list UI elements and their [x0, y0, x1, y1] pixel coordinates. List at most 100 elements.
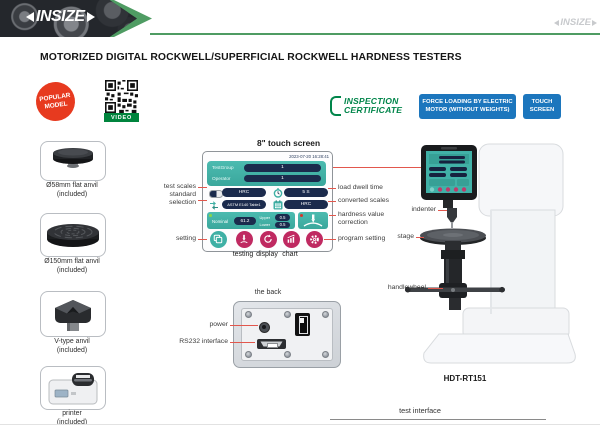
- screw-icon: [245, 351, 252, 358]
- callout-line: [428, 287, 443, 289]
- gear-icon: [309, 234, 319, 244]
- lower-value[interactable]: 0.5: [275, 221, 290, 228]
- touch-badge-line2: SCREEN: [529, 106, 555, 113]
- video-label-text: VIDEO: [110, 114, 133, 121]
- power-callout: power: [209, 321, 228, 328]
- callout-line: [230, 341, 255, 343]
- screen-datetime: 2023-07-20 16:28:41: [289, 154, 329, 159]
- rs232-callout: RS232 interface: [179, 338, 228, 345]
- stage-callout: stage: [397, 233, 414, 240]
- watermark-text: INSIZE: [560, 17, 591, 28]
- v-anvil-image: [55, 300, 91, 331]
- operator-value[interactable]: 1: [244, 174, 321, 182]
- load-dwell-value[interactable]: 5 S: [284, 188, 328, 197]
- callout-line: [198, 239, 207, 240]
- converted-scales-value[interactable]: HRC: [284, 200, 328, 209]
- accessory-box-printer: [40, 366, 106, 410]
- display-button[interactable]: [259, 230, 277, 248]
- load-dwell-callout: load dwell time: [338, 184, 383, 191]
- inspection-line1: INSPECTION: [344, 95, 399, 106]
- callout-line: [198, 199, 207, 201]
- video-qr-code: [105, 80, 138, 113]
- logo-arrow-left-icon: [26, 12, 34, 22]
- screw-icon: [322, 351, 329, 358]
- accessory-label: V-type anvil (included): [54, 338, 90, 354]
- back-section-title: the back: [254, 289, 282, 296]
- upper-value[interactable]: 0.5: [275, 214, 290, 221]
- logo-arrow-right-icon: [86, 12, 95, 22]
- page-title: MOTORIZED DIGITAL ROCKWELL/SUPERFICIAL R…: [40, 52, 462, 63]
- video-label: VIDEO: [104, 113, 139, 122]
- callout-line: [230, 324, 258, 326]
- standard-selection-icon: [210, 200, 218, 210]
- dwell-timer-icon: [273, 187, 282, 198]
- testing-button[interactable]: [235, 230, 253, 248]
- touch-screen-badge: TOUCH SCREEN: [523, 94, 561, 119]
- accessory-label: Ø58mm flat anvil (included): [46, 182, 98, 198]
- rs232-connector-slot: [267, 342, 278, 348]
- indenter-callout: indenter: [411, 206, 436, 213]
- standard-selection-callout: standard selection: [169, 191, 196, 207]
- converted-scales-callout: converted scales: [338, 197, 390, 204]
- callout-line: [328, 200, 336, 202]
- calendar-icon: [273, 199, 282, 209]
- screw-icon: [284, 311, 291, 318]
- header-green-line: [150, 33, 600, 35]
- test-scales-callout: test scales: [163, 183, 196, 190]
- test-group-label: TestGroup: [212, 165, 234, 171]
- record-dot: [299, 213, 303, 217]
- nominal-value[interactable]: 61.2: [234, 216, 256, 225]
- standard-value[interactable]: ASTM E140 Table1: [222, 200, 266, 209]
- inspection-certificate-badge: INSPECTION CERTIFICATE: [330, 96, 402, 116]
- nominal-box: Nominal 61.2 Upper 0.5 Lower 0.5: [207, 212, 295, 229]
- setting-callout: setting: [175, 235, 196, 242]
- toggle-icon: [209, 189, 223, 198]
- callout-line: [416, 236, 424, 238]
- inspection-line2: CERTIFICATE: [344, 105, 403, 115]
- program-setting-button[interactable]: [305, 230, 323, 248]
- chart-icon: [287, 234, 295, 243]
- chart-button[interactable]: [282, 230, 300, 248]
- testing-icon: [240, 234, 248, 244]
- nominal-label: Nominal: [212, 218, 229, 224]
- test-group-value[interactable]: 1: [244, 164, 321, 172]
- status-dot: [209, 214, 212, 217]
- next-section-title: test interface: [399, 406, 441, 415]
- hardness-correction-box[interactable]: [298, 212, 328, 229]
- header-watermark: INSIZE: [554, 17, 597, 28]
- back-panel: [233, 301, 341, 368]
- test-scales-value[interactable]: HRC: [222, 188, 266, 197]
- insize-logo: INSIZE: [26, 8, 95, 26]
- callout-line: [438, 209, 447, 211]
- power-connector-pin: [262, 325, 266, 329]
- accessory-box-flat-anvil-150: [40, 213, 106, 257]
- model-number: HDT-RT151: [443, 374, 487, 383]
- flat-anvil-150-image: [47, 224, 99, 247]
- accessory-box-flat-anvil-58: [40, 141, 106, 181]
- refresh-icon: [264, 234, 272, 243]
- touch-badge-line1: TOUCH: [531, 98, 553, 105]
- screen-to-display-line: [332, 166, 438, 168]
- touch-screen-title: 8" touch screen: [257, 138, 321, 148]
- header-machinery-photo: [0, 0, 137, 37]
- popular-model-badge: POPULAR MODEL: [33, 79, 78, 124]
- display-label: display: [256, 251, 278, 258]
- force-loading-badge: FORCE LOADING BY ELECTRIC MOTOR (WITHOUT…: [419, 94, 516, 119]
- upper-label: Upper: [259, 215, 271, 220]
- hardness-tester-image: [405, 143, 576, 364]
- flat-anvil-58-image: [53, 148, 93, 168]
- testing-label: testing: [232, 251, 254, 258]
- popular-badge-line2: MODEL: [44, 99, 68, 111]
- force-badge-line2: MOTOR (WITHOUT WEIGHTS): [425, 106, 510, 113]
- test-info-box: TestGroup 1 Operator 1: [207, 160, 326, 186]
- callout-line: [323, 239, 336, 240]
- setting-icon: [213, 234, 223, 244]
- hardness-correction-callout: hardness value correction: [338, 211, 385, 227]
- operator-label: Operator: [212, 175, 231, 181]
- logo-text: INSIZE: [36, 8, 85, 25]
- power-switch-nub: [300, 318, 304, 323]
- accessory-label: printer (included): [56, 410, 88, 425]
- setting-button[interactable]: [209, 230, 227, 248]
- callout-line: [328, 187, 336, 189]
- certificate-bracket-icon: [330, 96, 341, 116]
